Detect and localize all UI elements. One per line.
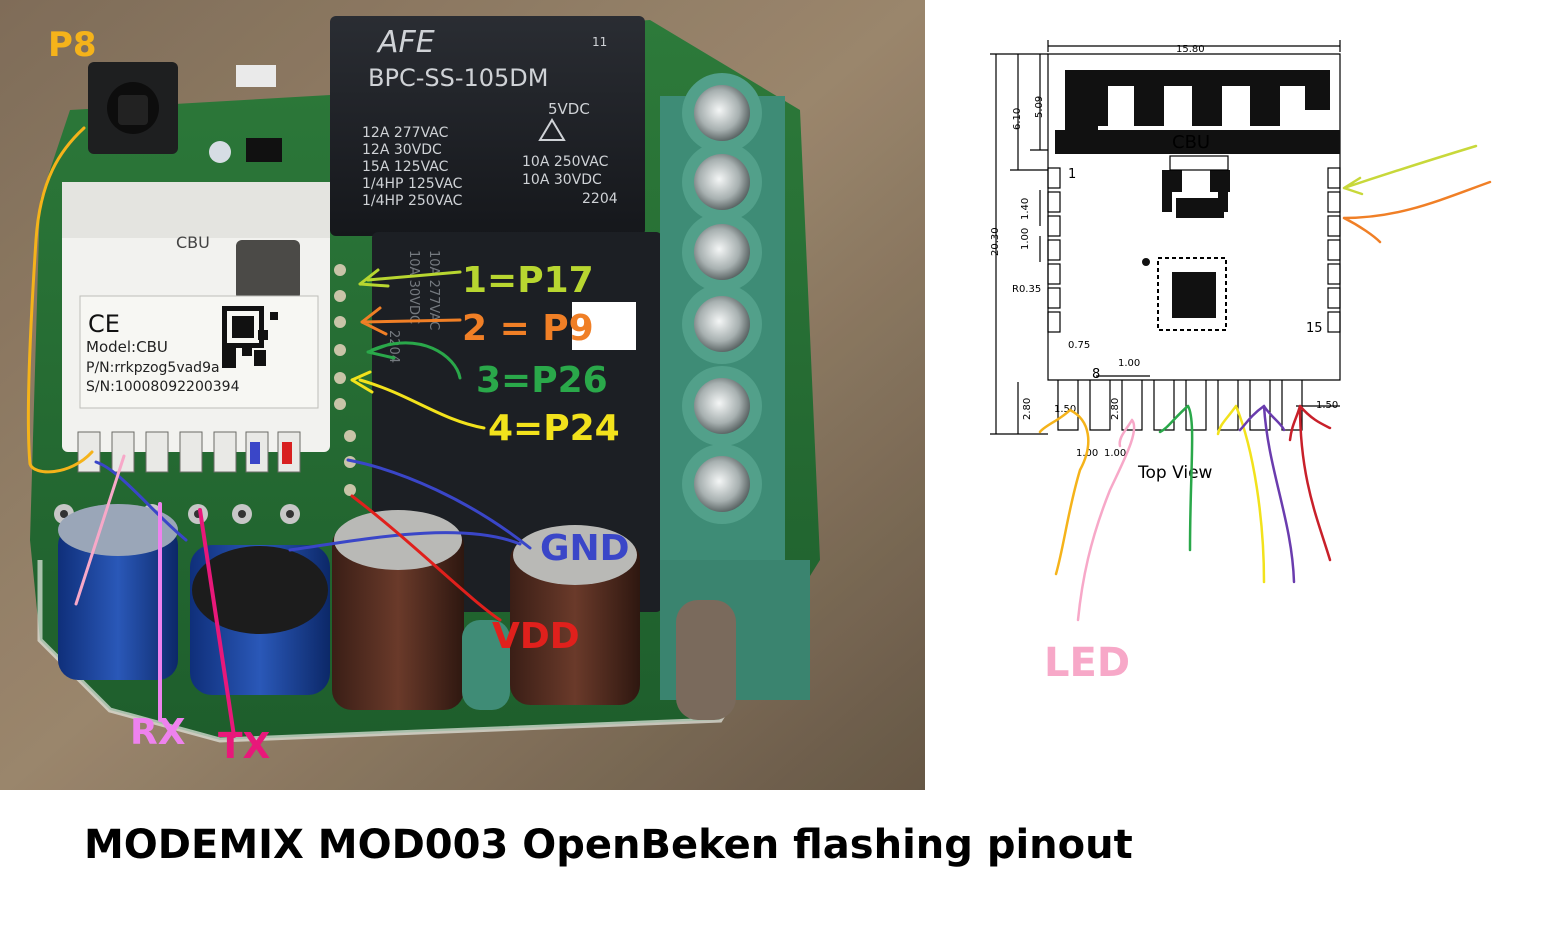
led-component [209,141,231,163]
svg-text:10A 30VDC: 10A 30VDC [406,250,421,324]
relay-rating-l2: 12A 30VDC [362,142,442,158]
relay-coil: 5VDC [548,100,590,118]
left-pads [1047,167,1061,333]
dim-bottom-2: 1.00 [1104,448,1126,459]
dim-pad-len-mid: 2.80 [1110,398,1121,420]
capacitor-3 [332,510,464,710]
cbu-schematic [990,40,1341,435]
svg-text:10A 277VAC: 10A 277VAC [426,250,441,330]
relay-model: BPC-SS-105DM [368,64,548,92]
right-pads [1327,167,1341,333]
relay-rating-r3: 2204 [582,191,618,207]
dim-edge-right: 1.50 [1316,400,1338,411]
relay-brand: AFE [376,25,435,60]
label-gnd: GND [540,528,630,569]
antenna-trace [1065,70,1330,130]
module-sn: S/N:10008092200394 [86,379,240,395]
dim-width: 15.80 [1176,44,1205,55]
label-p8: P8 [48,25,97,65]
svg-text:2204: 2204 [386,330,401,363]
schematic-view-label: Top View [1137,463,1213,483]
schematic-wires [1038,144,1492,622]
schematic-pin-8: 8 [1092,367,1100,382]
dim-bottom-pitch: 1.00 [1118,358,1140,369]
label-pin2-highlight [572,302,636,350]
label-vdd: VDD [492,616,580,657]
module-chip-label: CBU [176,233,210,252]
relay-rating-l1: 12A 277VAC [362,125,449,141]
label-pin4: 4=P24 [488,408,620,449]
label-pin1: 1=P17 [462,260,594,301]
label-tx: TX [218,726,271,767]
relay-top [330,16,645,236]
warning-triangle-icon [538,118,566,141]
relay-rating-r2: 10A 30VDC [522,172,602,188]
schematic-dimensions: 15.80 20.30 6.10 5.09 1.40 1.00 R0.35 0.… [990,44,1338,459]
relay-rating-l4: 1/4HP 125VAC [362,176,463,192]
dim-antenna-2: 5.09 [1034,96,1045,118]
figure-caption: MODEMIX MOD003 OpenBeken flashing pinout [84,822,1133,868]
schematic-chip-label: CBU [1172,132,1210,153]
relay-rating-l3: 15A 125VAC [362,159,449,175]
dim-radius: R0.35 [1012,284,1041,295]
chip-footprint [1142,155,1230,331]
relay-rating-r1: 10A 250VAC [522,154,609,170]
terminal-screws [682,73,762,524]
capacitor-2 [190,545,330,695]
resistor-beige [676,600,736,720]
dim-edge-left: 1.50 [1054,404,1076,415]
schematic-pin-15: 15 [1306,321,1323,336]
label-pin3: 3=P26 [476,360,608,401]
dim-height: 20.30 [990,227,1001,256]
dim-pitch-1: 1.40 [1020,198,1031,220]
label-pin2: 2 = P9 [462,308,594,349]
schematic-pin-1: 1 [1068,167,1076,182]
ce-mark-icon: CE [88,310,120,338]
relay-rating-l5: 1/4HP 250VAC [362,193,463,209]
dim-pitch-2: 1.00 [1020,228,1031,250]
module-model: Model:CBU [86,338,168,356]
dim-pad-len-left: 2.80 [1022,398,1033,420]
label-rx: RX [130,712,186,753]
relay-code: 11 [592,35,607,49]
label-led: LED [1044,640,1130,686]
wire-annotations [26,126,532,738]
capacitor-4 [510,525,640,705]
qr-code-icon [222,306,278,368]
dim-antenna-1: 6.10 [1012,108,1023,130]
device-photo: AFE 11 BPC-SS-105DM 5VDC 12A 277VAC 12A … [0,0,925,790]
resistor-green [462,620,510,710]
module-pn: P/N:rrkpzog5vad9a [86,360,220,376]
dim-pad: 0.75 [1068,340,1090,351]
